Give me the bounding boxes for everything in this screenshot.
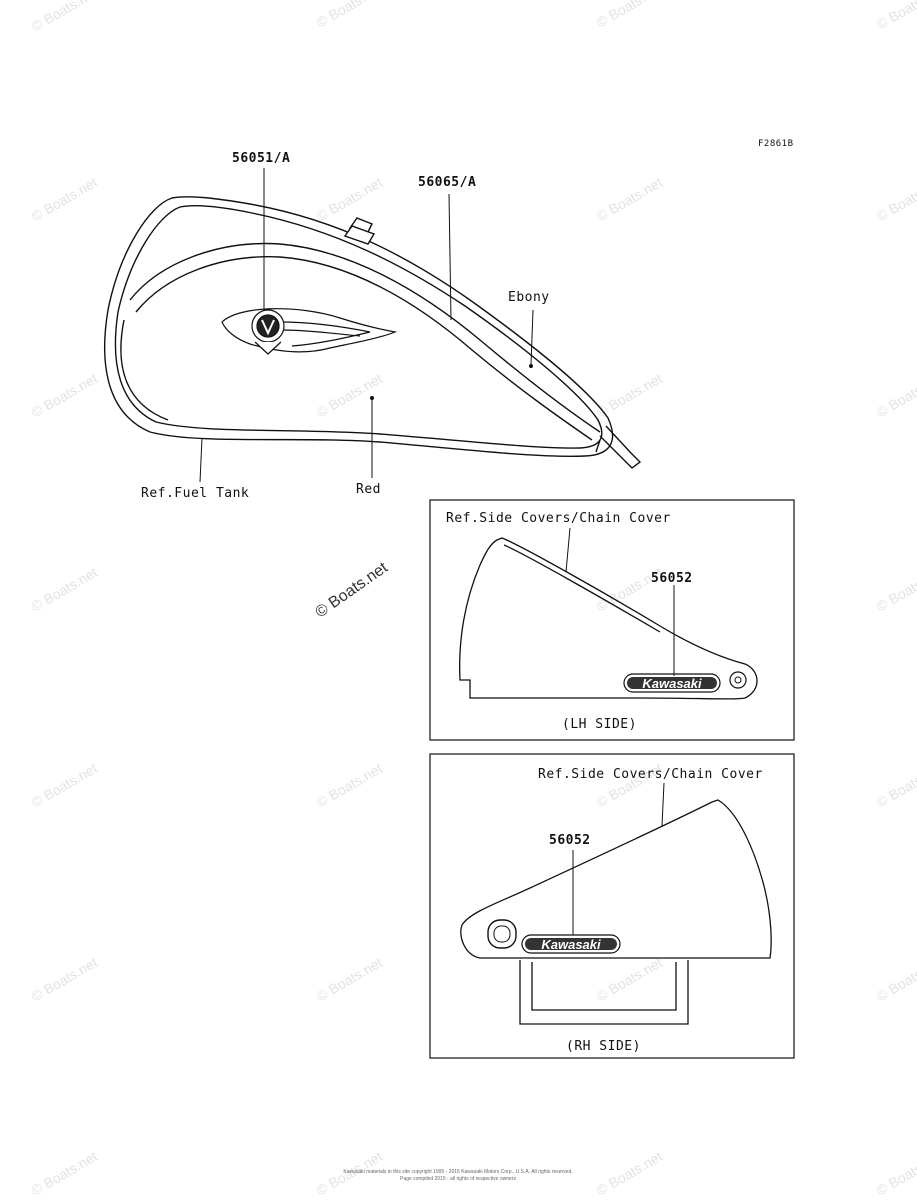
watermark: © Boats.net [29, 760, 101, 811]
panel-rh: Ref.Side Covers/Chain Cover Kawasaki 560… [429, 753, 795, 1059]
label-red: Red [356, 482, 381, 497]
watermark: © Boats.net [29, 370, 101, 421]
rh-side-cover [460, 799, 772, 1025]
tank-leaders [199, 168, 534, 483]
label-56051: 56051/A [232, 151, 290, 166]
watermark: © Boats.net [29, 1148, 101, 1199]
watermark: © Boats.net [314, 370, 386, 421]
watermark-dark: © Boats.net [313, 559, 392, 621]
ebony-dot [529, 364, 533, 368]
rh-badge-text: Kawasaki [541, 937, 601, 952]
watermark: © Boats.net [594, 954, 666, 1005]
watermark: © Boats.net [314, 174, 386, 225]
rh-badge: Kawasaki [521, 934, 621, 954]
watermark: © Boats.net [314, 954, 386, 1005]
watermark: © Boats.net [874, 760, 917, 811]
watermark: © Boats.net [874, 954, 917, 1005]
watermark: © Boats.net [874, 0, 917, 33]
watermark: © Boats.net [29, 0, 101, 35]
figure-code: F2861B [758, 139, 794, 149]
watermark: © Boats.net [594, 1148, 666, 1199]
watermark: © Boats.net [874, 370, 917, 421]
watermark: © Boats.net [874, 564, 917, 615]
panel-rh-ref-label: Ref.Side Covers/Chain Cover [538, 767, 763, 782]
rh-bolt-hole [487, 919, 517, 949]
footer-copyright: Kawasaki materials in this site copyrigh… [343, 1169, 572, 1175]
red-dot [370, 396, 374, 400]
watermark: © Boats.net [29, 174, 101, 225]
lh-badge-text: Kawasaki [642, 676, 702, 691]
panel-lh-side: (LH SIDE) [562, 717, 637, 732]
lh-side-cover [459, 537, 758, 700]
panel-lh: Ref.Side Covers/Chain Cover Kawasaki 560… [429, 499, 795, 741]
lh-bolt-hole [729, 671, 747, 689]
footer-note: Page compiled 2015 - all rights of respe… [400, 1176, 516, 1182]
label-ebony: Ebony [508, 290, 550, 305]
watermark: © Boats.net [314, 0, 386, 31]
fuel-tank-drawing [103, 196, 642, 469]
tank-emblem [221, 308, 398, 355]
watermark: © Boats.net [29, 954, 101, 1005]
label-ref-fuel-tank: Ref.Fuel Tank [141, 486, 249, 501]
watermark: © Boats.net [594, 0, 666, 31]
panel-rh-side: (RH SIDE) [566, 1039, 641, 1054]
watermark: © Boats.net [874, 1148, 917, 1199]
panel-lh-part: 56052 [651, 571, 693, 586]
watermark: © Boats.net [874, 174, 917, 225]
panel-lh-ref-label: Ref.Side Covers/Chain Cover [446, 511, 671, 526]
watermark: © Boats.net [594, 174, 666, 225]
lh-badge: Kawasaki [623, 673, 721, 693]
watermark: © Boats.net [29, 564, 101, 615]
watermark: © Boats.net [314, 760, 386, 811]
panel-rh-part: 56052 [549, 833, 591, 848]
label-56065: 56065/A [418, 175, 476, 190]
